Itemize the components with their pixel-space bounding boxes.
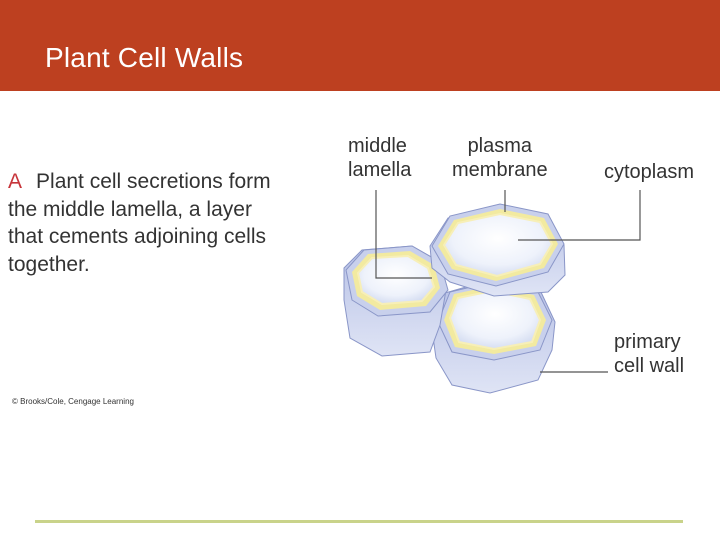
cell-lower-right — [431, 279, 556, 394]
copyright-credit: © Brooks/Cole, Cengage Learning — [12, 397, 134, 406]
leader-cytoplasm — [518, 190, 641, 241]
label-primary-cell-wall: primary cell wall — [614, 331, 685, 377]
slide-title: Plant Cell Walls — [45, 42, 244, 73]
caption-text: Plant cell secretions form the middle la… — [8, 170, 271, 276]
label-cytoplasm: cytoplasm — [604, 161, 695, 183]
cell-left — [343, 245, 449, 357]
footer-divider — [35, 520, 683, 523]
label-middle-lamella: middle lamella — [348, 135, 412, 181]
label-plasma-membrane: plasma membrane — [452, 135, 548, 181]
caption-letter: A — [8, 170, 23, 193]
leader-middle-lamella — [375, 190, 432, 279]
cell-top — [429, 203, 566, 297]
title-bar — [0, 0, 720, 91]
